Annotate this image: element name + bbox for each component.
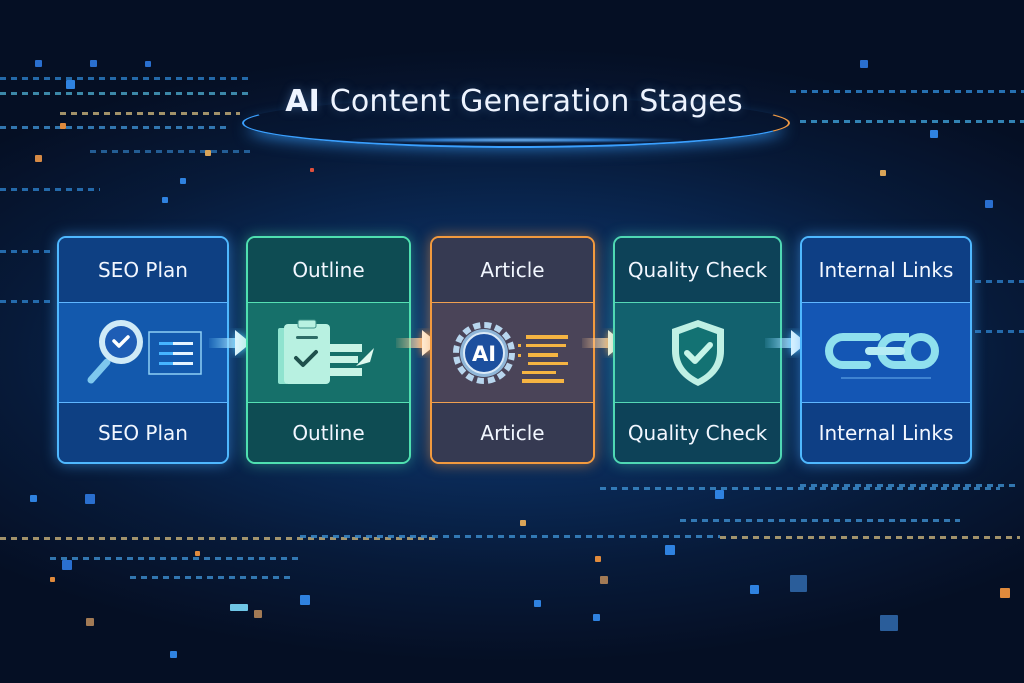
stage-top-label: Article <box>432 238 593 302</box>
title-orbit-ring <box>242 98 790 148</box>
stage-card-article: Article AI Article <box>430 236 595 464</box>
stage-bottom-label: Outline <box>248 403 409 462</box>
stage-top-label: Outline <box>248 238 409 302</box>
stage-top-label: Quality Check <box>615 238 780 302</box>
clipboard-check-icon <box>277 319 374 384</box>
page-title: AI Content Generation Stages <box>242 84 786 119</box>
stage-top-label: Internal Links <box>802 238 970 302</box>
stage-card-outline: Outline Outline <box>246 236 411 464</box>
title-glow-line <box>352 138 682 142</box>
chain-link-icon <box>825 332 939 379</box>
stage-card-internal-links: Internal Links Internal Links <box>800 236 972 464</box>
stage-card-quality-check: Quality Check Quality Check <box>613 236 782 464</box>
stage-bottom-label: Quality Check <box>615 403 780 462</box>
svg-text:AI: AI <box>471 342 495 366</box>
ai-gear-text-icon: AI <box>452 321 568 384</box>
title-banner: AI Content Generation Stages <box>242 72 790 152</box>
shield-check-icon <box>671 319 724 386</box>
arrow-right-icon <box>209 330 251 356</box>
title-text: Content Generation Stages <box>319 84 743 119</box>
arrow-right-icon <box>765 330 807 356</box>
stage-bottom-label: SEO Plan <box>59 403 227 462</box>
stage-card-seo-plan: SEO Plan SEO Plan <box>57 236 229 464</box>
stage-bottom-label: Article <box>432 403 593 462</box>
magnifier-checklist-icon <box>87 319 202 383</box>
title-ai-prefix: AI <box>285 84 320 119</box>
stage-top-label: SEO Plan <box>59 238 227 302</box>
stage-bottom-label: Internal Links <box>802 403 970 462</box>
